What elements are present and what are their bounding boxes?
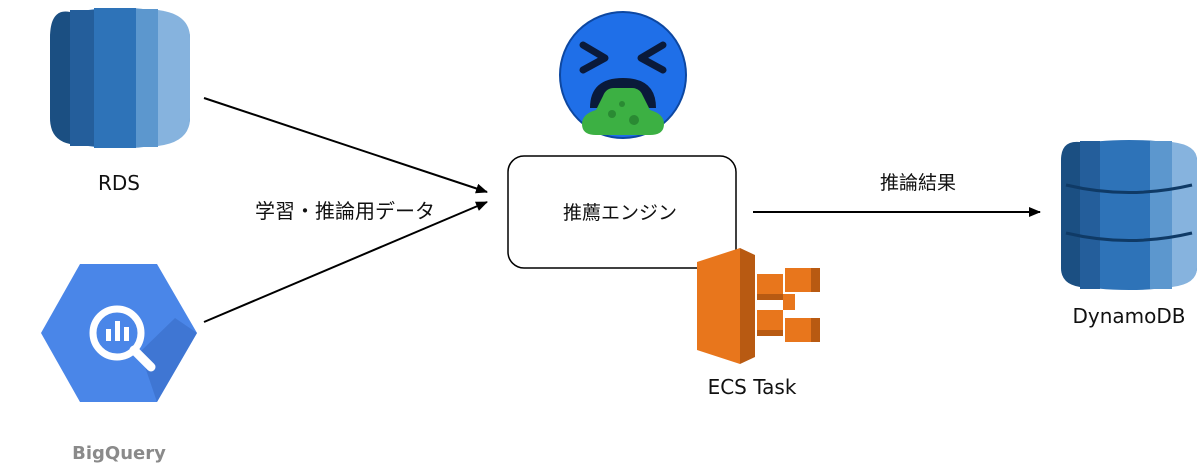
output-edge-label: 推論結果 <box>880 172 956 194</box>
engine-label: 推薦エンジン <box>563 202 677 224</box>
bigquery-label: BigQuery <box>72 443 166 464</box>
arrow-bigquery-to-engine <box>203 201 488 323</box>
dynamodb-icon <box>1061 140 1197 290</box>
rds-icon <box>50 8 190 148</box>
ecs-icon <box>697 248 820 364</box>
bigquery-icon <box>41 264 197 402</box>
vomiting-face-emoji-icon <box>559 11 687 139</box>
arrow-rds-to-engine <box>203 97 488 194</box>
input-edge-label: 学習・推論用データ <box>255 199 435 223</box>
recommendation-engine-box <box>507 155 737 269</box>
rds-label: RDS <box>98 171 140 195</box>
ecs-label: ECS Task <box>708 375 797 399</box>
dynamodb-label: DynamoDB <box>1072 304 1185 328</box>
